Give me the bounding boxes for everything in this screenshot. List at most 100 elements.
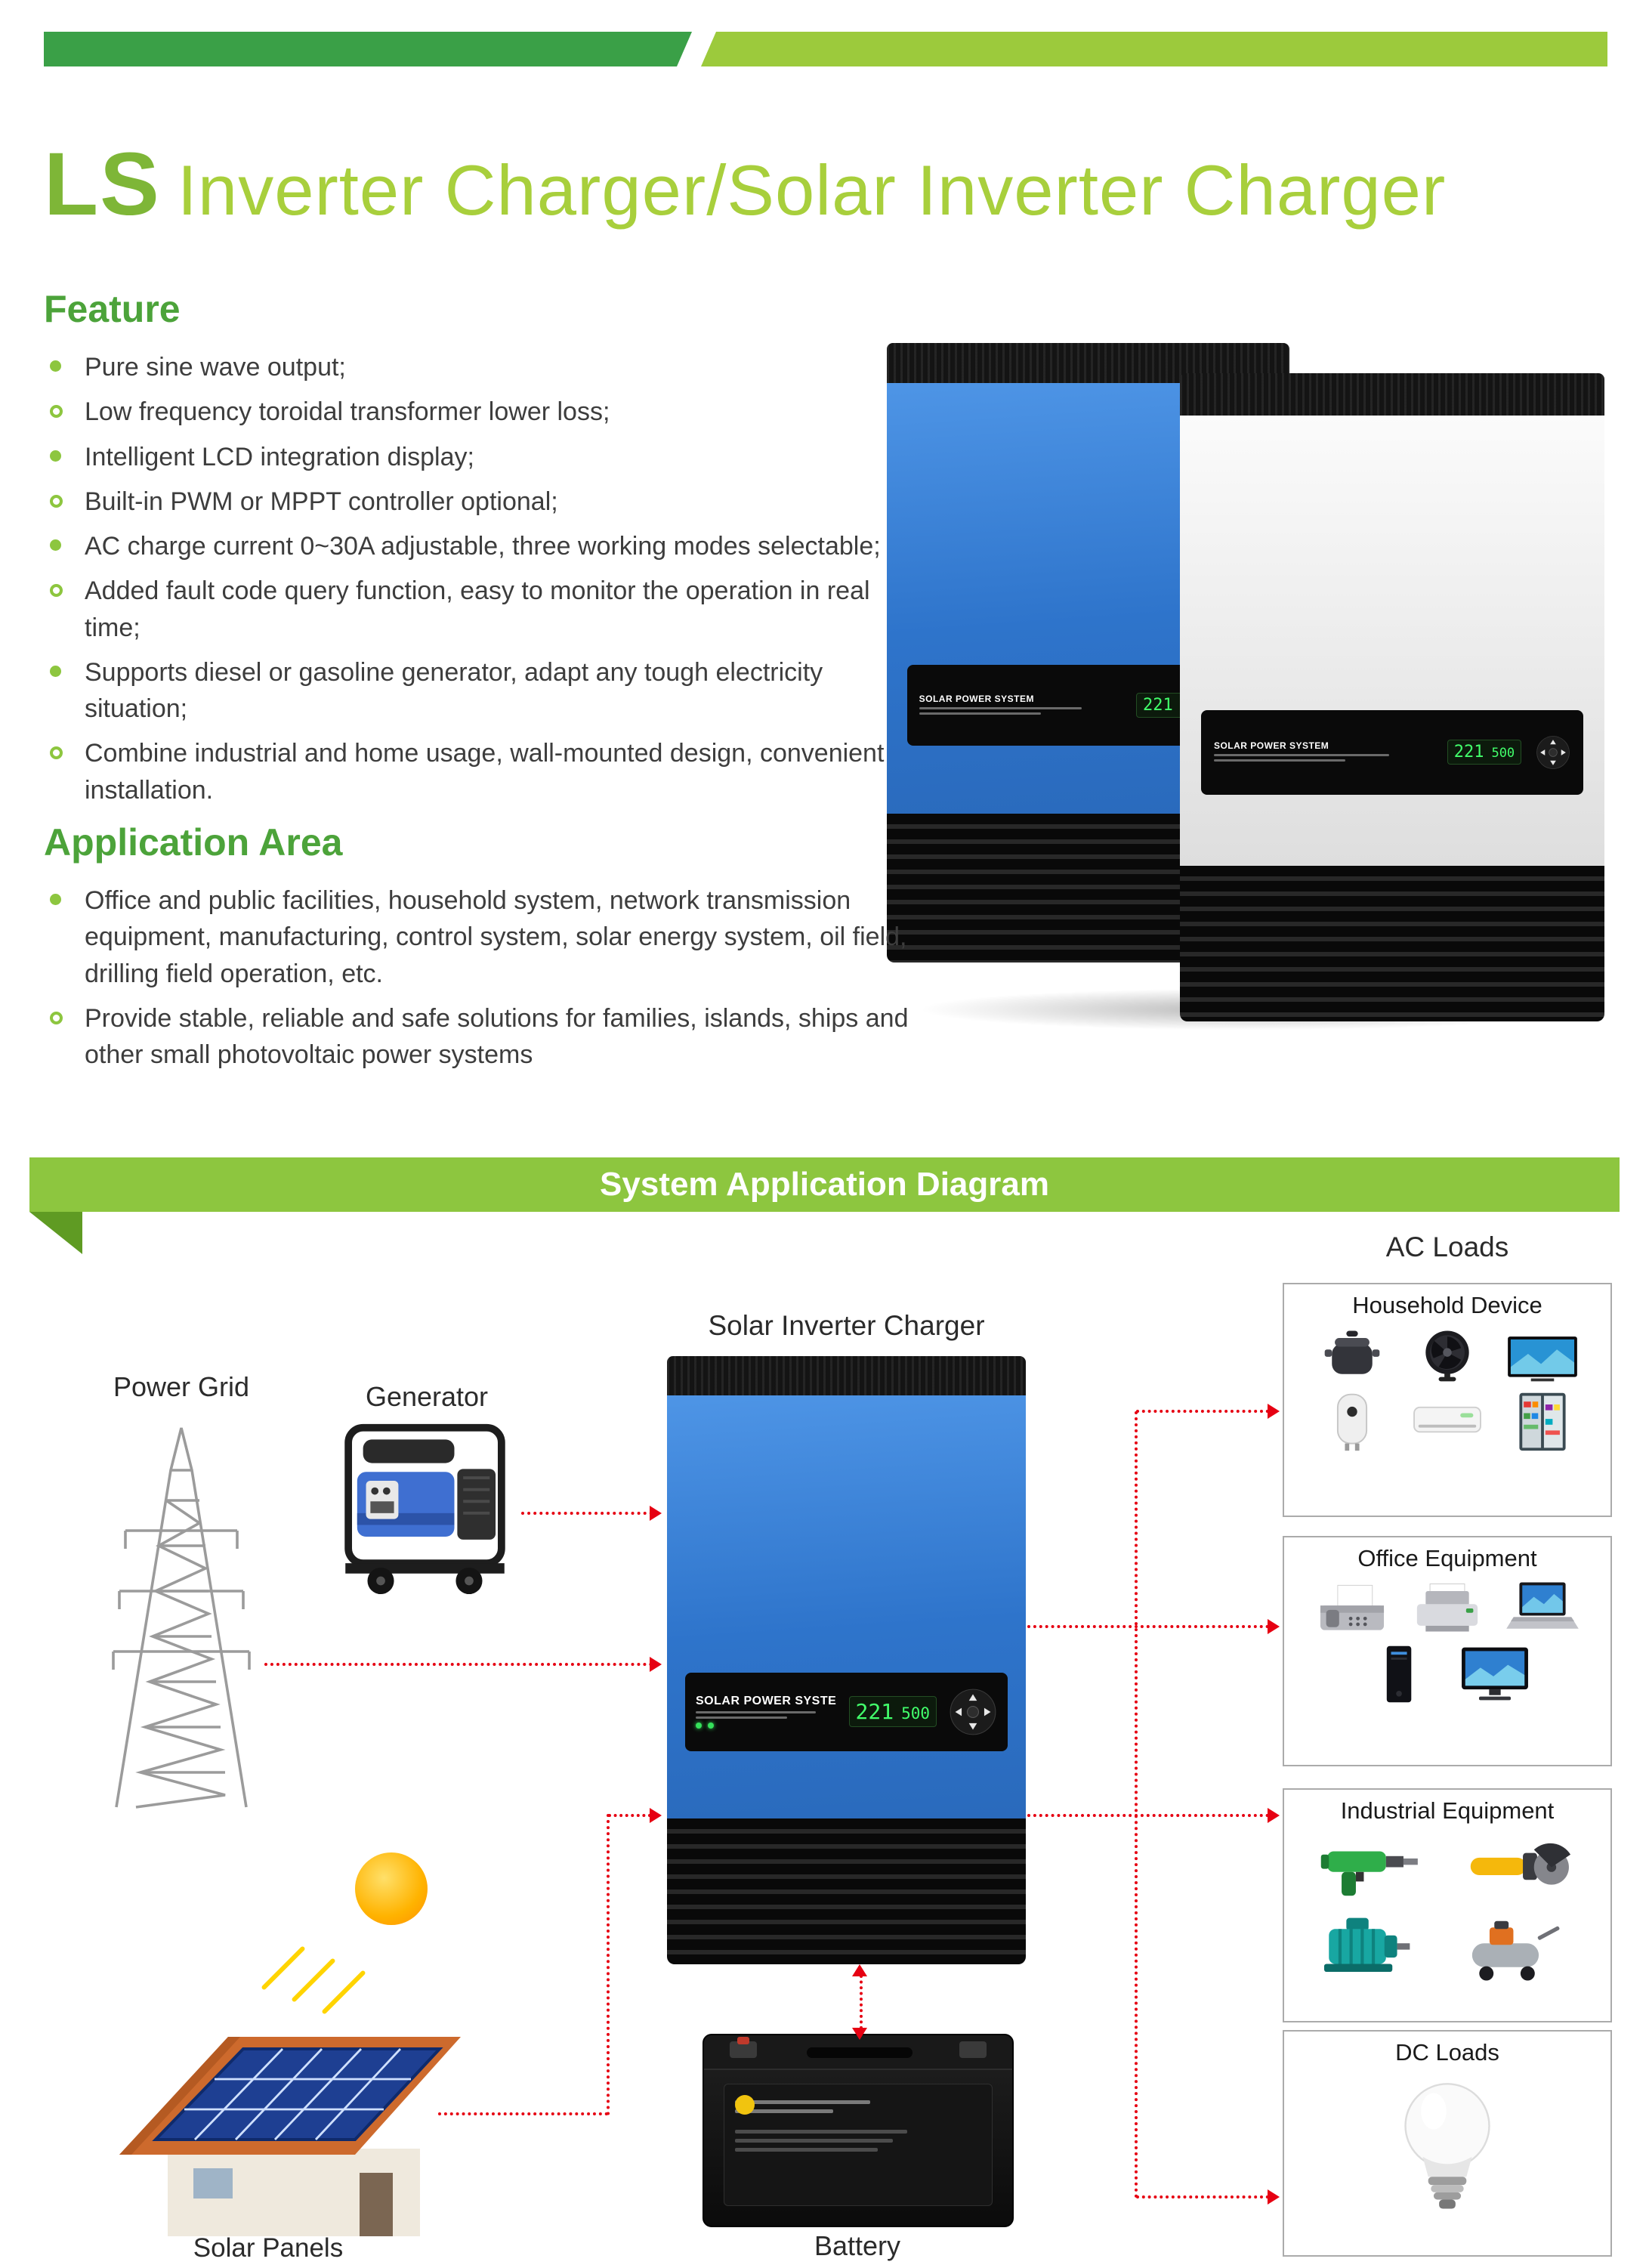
product-photo: SOLAR POWER SYSTEM 221 500 bbox=[879, 332, 1620, 1039]
battery-terminal-positive bbox=[730, 2037, 757, 2058]
feature-item: Intelligent LCD integration display; bbox=[44, 439, 905, 475]
battery-fine-print bbox=[735, 2148, 879, 2152]
arrow-to-industrial bbox=[1027, 1814, 1269, 1817]
water-heater-icon bbox=[1336, 1393, 1368, 1451]
household-device-box: Household Device bbox=[1283, 1283, 1612, 1517]
panel-fine-print bbox=[919, 712, 1042, 715]
arrow-to-dc-loads bbox=[1136, 2195, 1269, 2198]
dc-loads-icons bbox=[1284, 2066, 1610, 2227]
desktop-tower-icon bbox=[1386, 1645, 1412, 1703]
arrow-battery-inverter bbox=[860, 1975, 863, 2029]
dc-loads-label: DC Loads bbox=[1395, 2039, 1499, 2066]
arrow-solar-to-inverter-h2 bbox=[608, 1814, 651, 1817]
battery-fine-print bbox=[735, 2139, 893, 2143]
feature-list: Pure sine wave output; Low frequency tor… bbox=[44, 349, 905, 817]
panel-fine-print bbox=[1213, 753, 1389, 756]
battery-handle bbox=[807, 2047, 913, 2058]
arrowhead bbox=[852, 2028, 867, 2040]
air-conditioner-icon bbox=[1413, 1406, 1481, 1433]
inverter-white-photo: SOLAR POWER SYSTEM 221 500 bbox=[1180, 373, 1604, 1021]
lcd-value: 500 bbox=[901, 1704, 931, 1723]
feature-item: AC charge current 0~30A adjustable, thre… bbox=[44, 528, 905, 564]
arrowhead bbox=[852, 1964, 867, 1976]
led-bulb-icon bbox=[1404, 2083, 1490, 2209]
top-bar-dark bbox=[44, 32, 692, 66]
lcd-display: 221 500 bbox=[1447, 740, 1522, 765]
feature-heading: Feature bbox=[44, 288, 181, 330]
inverter-body bbox=[1180, 415, 1604, 867]
angle-grinder-icon bbox=[1470, 1843, 1571, 1885]
arrow-generator-to-inverter bbox=[521, 1512, 653, 1515]
banner-fold bbox=[29, 1212, 82, 1254]
electric-motor-icon bbox=[1323, 1917, 1410, 1972]
application-item: Provide stable, reliable and safe soluti… bbox=[44, 1000, 943, 1074]
battery-fine-print bbox=[735, 2100, 871, 2104]
battery-top bbox=[704, 2035, 1012, 2070]
feature-item: Supports diesel or gasoline generator, a… bbox=[44, 654, 905, 728]
inverter-body bbox=[667, 1395, 1026, 1818]
application-heading: Application Area bbox=[44, 821, 343, 864]
feature-item: Added fault code query function, easy to… bbox=[44, 573, 905, 646]
arrow-solar-to-inverter-v bbox=[607, 1814, 610, 2115]
inverter-control-panel: SOLAR POWER SYSTEM 221 500 bbox=[684, 1672, 1008, 1752]
arrowhead bbox=[650, 1506, 662, 1521]
status-leds bbox=[696, 1723, 837, 1729]
solar-inverter-charger: SOLAR POWER SYSTEM 221 500 bbox=[667, 1356, 1026, 1964]
power-drill-icon bbox=[1320, 1851, 1418, 1896]
lcd-voltage: 221 bbox=[1453, 743, 1484, 762]
section-banner: System Application Diagram bbox=[29, 1157, 1620, 1212]
air-compressor-icon bbox=[1471, 1920, 1560, 1981]
feature-item: Built-in PWM or MPPT controller optional… bbox=[44, 484, 905, 520]
led-indicator bbox=[708, 1723, 714, 1729]
transmission-tower-icon bbox=[112, 1427, 251, 1809]
industrial-equipment-box: Industrial Equipment bbox=[1283, 1788, 1612, 2022]
arrow-to-office bbox=[1027, 1625, 1269, 1628]
battery-fine-print bbox=[735, 2130, 908, 2134]
generator-icon bbox=[344, 1423, 505, 1595]
arrowhead bbox=[1268, 1404, 1280, 1419]
office-icons bbox=[1284, 1572, 1610, 1710]
arrowhead bbox=[650, 1808, 662, 1823]
arrow-grid-to-inverter bbox=[264, 1663, 653, 1666]
office-equipment-box: Office Equipment bbox=[1283, 1536, 1612, 1766]
title-text: Inverter Charger/Solar Inverter Charger bbox=[177, 150, 1447, 230]
panel-brand-label: SOLAR POWER SYSTEM bbox=[919, 693, 1034, 704]
panel-text-block: SOLAR POWER SYSTEM bbox=[1213, 740, 1433, 765]
panel-brand-label: SOLAR POWER SYSTEM bbox=[1213, 740, 1329, 751]
refrigerator-icon bbox=[1519, 1392, 1566, 1451]
inverter-bottom-vent bbox=[1180, 866, 1604, 1021]
office-equipment-label: Office Equipment bbox=[1357, 1545, 1537, 1571]
control-dial-icon bbox=[1536, 736, 1570, 769]
application-item: Office and public facilities, household … bbox=[44, 882, 943, 992]
title-brand: LS bbox=[44, 134, 161, 234]
fan-icon bbox=[1425, 1330, 1469, 1382]
laptop-icon bbox=[1506, 1582, 1579, 1629]
battery-label: Battery bbox=[814, 2230, 901, 2261]
arrow-to-household bbox=[1136, 1410, 1269, 1413]
monitor-icon bbox=[1462, 1647, 1528, 1701]
dc-loads-box: DC Loads bbox=[1283, 2030, 1612, 2257]
battery-terminal-negative bbox=[959, 2041, 987, 2058]
panel-fine-print bbox=[696, 1716, 788, 1720]
led-indicator bbox=[696, 1723, 702, 1729]
feature-item: Low frequency toroidal transformer lower… bbox=[44, 394, 905, 430]
inverter-bottom-vent bbox=[667, 1818, 1026, 1964]
battery-label-plate bbox=[724, 2084, 993, 2206]
household-device-label: Household Device bbox=[1352, 1292, 1542, 1318]
panel-text-block: SOLAR POWER SYSTEM bbox=[919, 694, 1122, 718]
arrowhead bbox=[650, 1657, 662, 1672]
panel-text-block: SOLAR POWER SYSTEM bbox=[696, 1695, 837, 1729]
lcd-voltage: 221 bbox=[855, 1699, 894, 1725]
fax-machine-icon bbox=[1320, 1584, 1385, 1630]
battery-icon bbox=[703, 2034, 1014, 2227]
inverter-top-vent bbox=[667, 1356, 1026, 1396]
feature-item: Combine industrial and home usage, wall-… bbox=[44, 735, 905, 808]
generator-label: Generator bbox=[365, 1381, 489, 1412]
inverter-top-vent bbox=[1180, 373, 1604, 416]
feature-item: Pure sine wave output; bbox=[44, 349, 905, 385]
solar-inverter-label: Solar Inverter Charger bbox=[708, 1310, 985, 1341]
pressure-cooker-icon bbox=[1324, 1330, 1380, 1374]
panel-fine-print bbox=[696, 1711, 816, 1714]
